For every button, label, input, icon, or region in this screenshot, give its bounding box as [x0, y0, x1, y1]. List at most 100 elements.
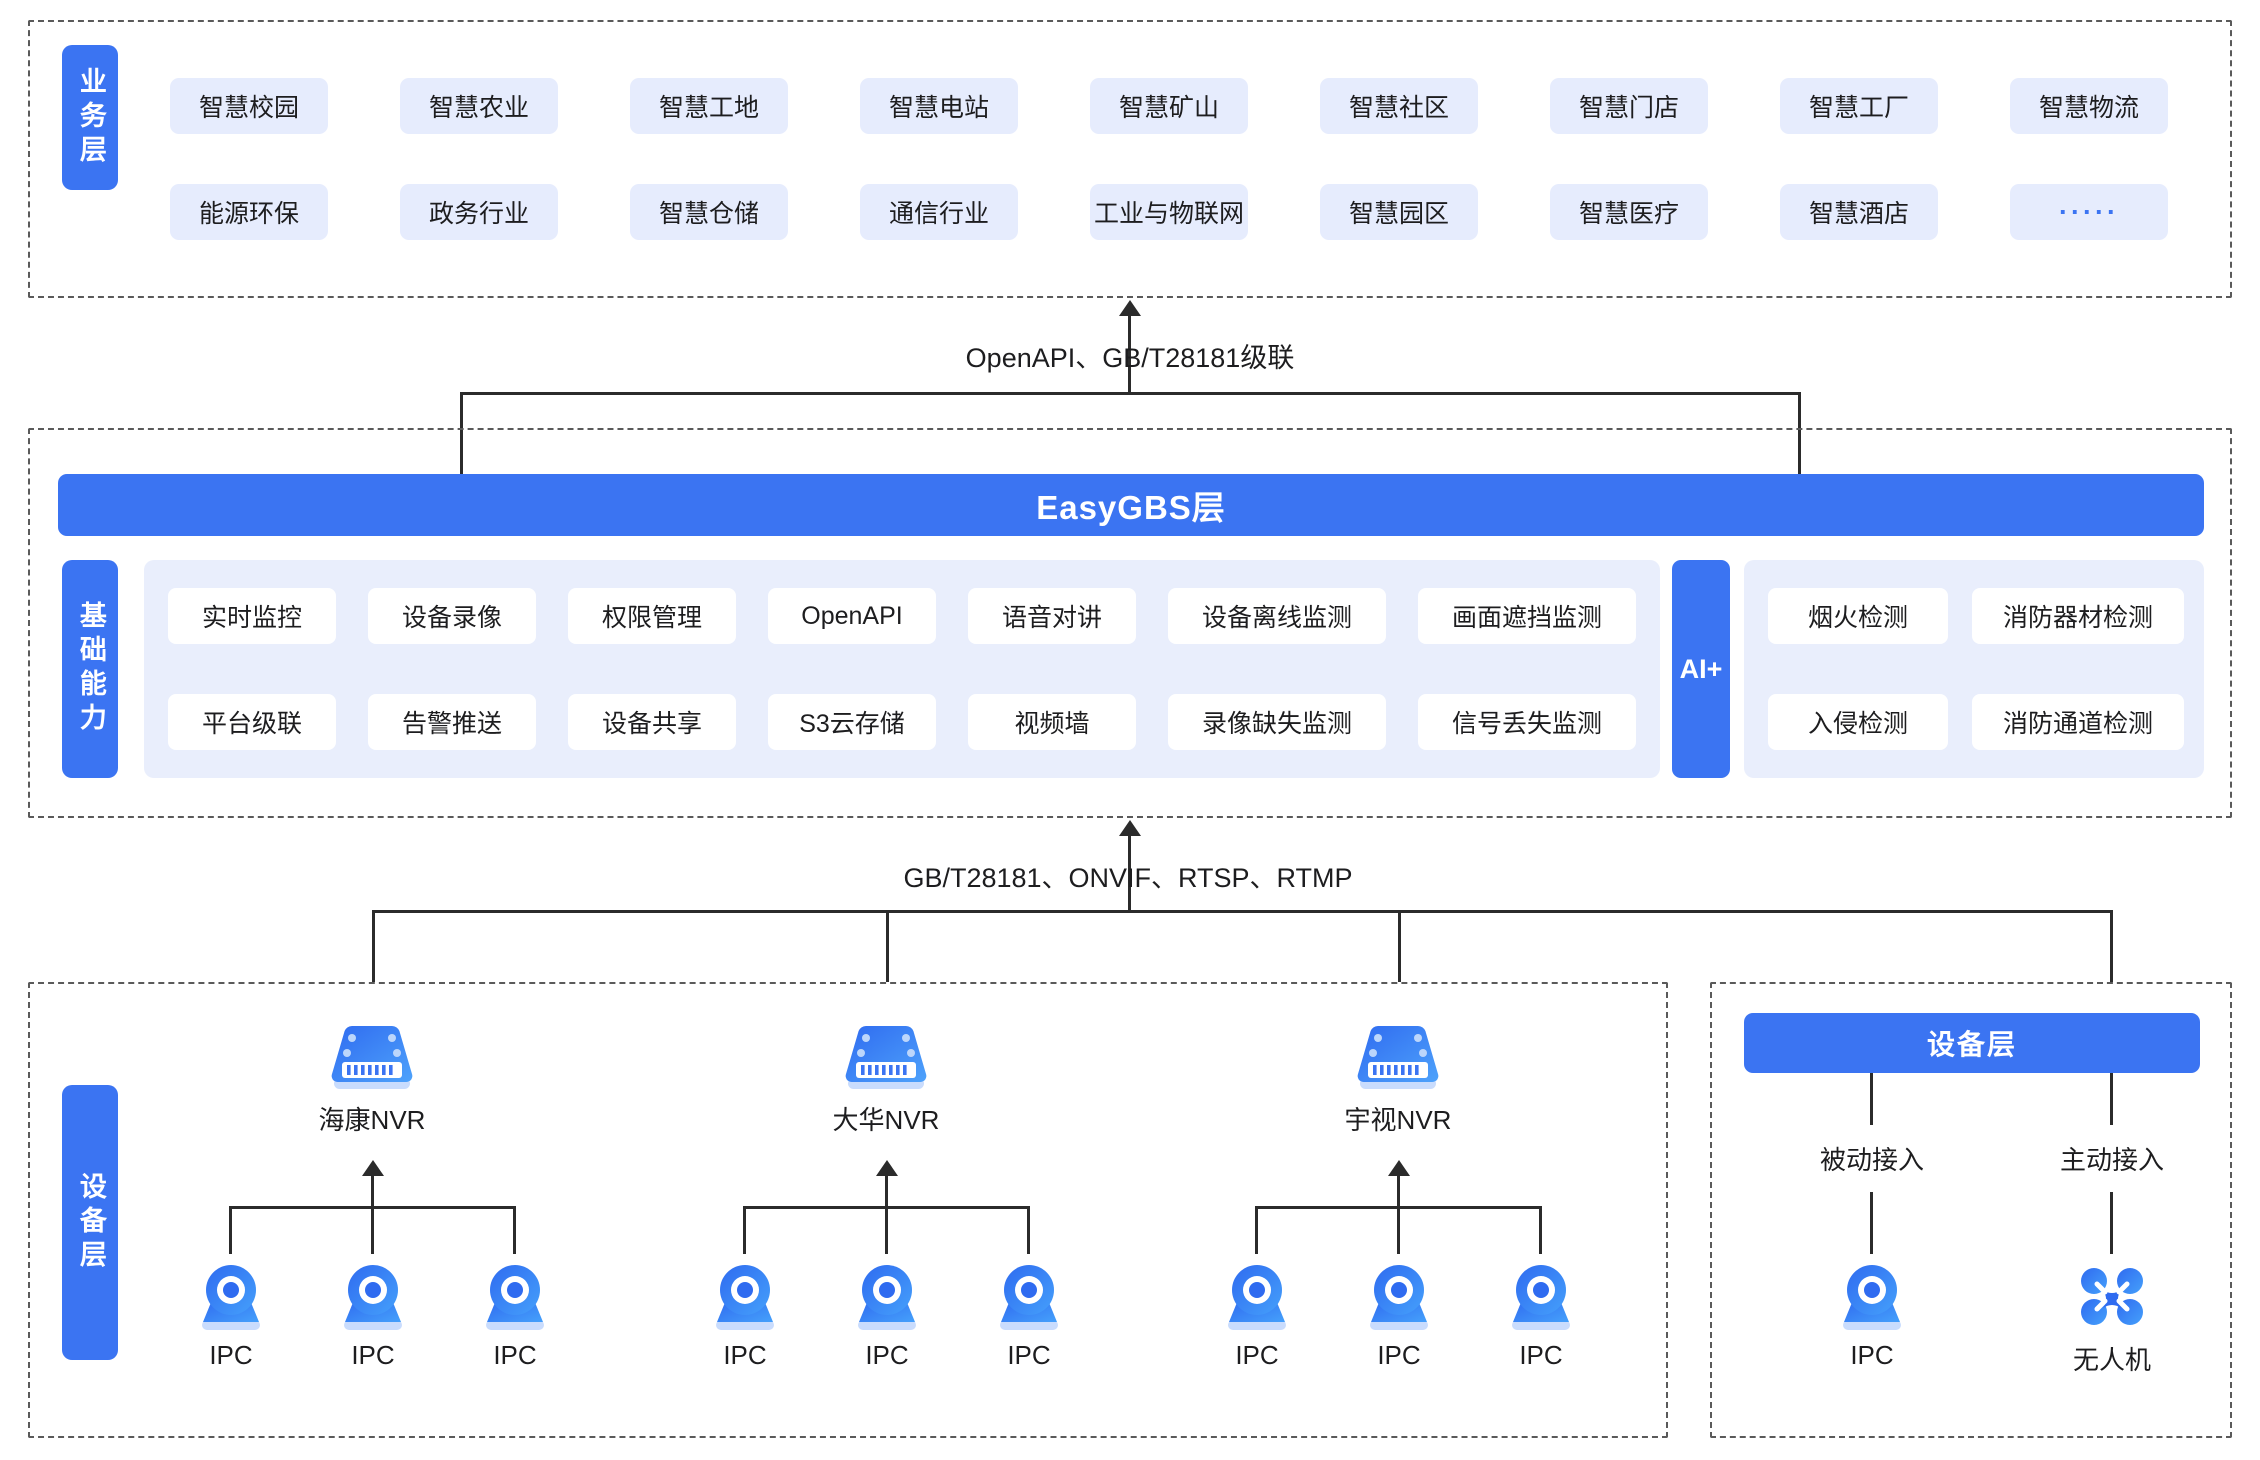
group-arrow-up — [876, 1160, 898, 1176]
capability-item[interactable]: 权限管理 — [568, 588, 736, 644]
capability-item[interactable]: S3云存储 — [768, 694, 936, 750]
camera-icon — [293, 1262, 453, 1334]
device-layer-left-container — [28, 982, 1668, 1438]
drone-node[interactable]: 无人机 — [2032, 1262, 2192, 1377]
camera-node[interactable]: IPC — [1461, 1262, 1621, 1371]
camera-label: IPC — [493, 1340, 537, 1370]
business-tag[interactable]: 智慧物流 — [2010, 78, 2168, 134]
device-layer-right-title[interactable]: 设备层 — [1744, 1013, 2200, 1073]
camera-icon — [1461, 1262, 1621, 1334]
branch-stem — [1870, 1073, 1873, 1125]
ai-capability-item[interactable]: 消防器材检测 — [1972, 588, 2184, 644]
camera-label: IPC — [723, 1340, 767, 1370]
group-arrow-up — [1388, 1160, 1410, 1176]
business-tag[interactable]: 工业与物联网 — [1090, 184, 1248, 240]
business-layer-side-label: 业务层 — [62, 45, 118, 190]
capability-item[interactable]: 平台级联 — [168, 694, 336, 750]
connector-drop-right — [1798, 392, 1801, 477]
business-tag[interactable]: 智慧矿山 — [1090, 78, 1248, 134]
camera-node[interactable]: IPC — [665, 1262, 825, 1371]
drone-icon — [2032, 1262, 2192, 1334]
camera-label: IPC — [865, 1340, 909, 1370]
capability-item[interactable]: 视频墙 — [968, 694, 1136, 750]
camera-node[interactable]: IPC — [293, 1262, 453, 1371]
business-tag[interactable]: 智慧农业 — [400, 78, 558, 134]
camera-icon — [807, 1262, 967, 1334]
camera-node[interactable]: IPC — [435, 1262, 595, 1371]
ai-plus-label[interactable]: AI+ — [1672, 560, 1730, 778]
business-tag[interactable]: 智慧园区 — [1320, 184, 1478, 240]
branch-stem — [2110, 1192, 2113, 1254]
camera-node[interactable]: IPC — [807, 1262, 967, 1371]
capability-item[interactable]: 告警推送 — [368, 694, 536, 750]
camera-node[interactable]: IPC — [949, 1262, 1109, 1371]
nvr-node[interactable]: 海康NVR — [292, 1020, 452, 1137]
camera-node[interactable]: IPC — [1177, 1262, 1337, 1371]
nvr-node[interactable]: 大华NVR — [806, 1020, 966, 1137]
nvr-node[interactable]: 宇视NVR — [1318, 1020, 1478, 1137]
business-layer-container — [28, 20, 2232, 298]
camera-label: IPC — [1377, 1340, 1421, 1370]
easygbs-title-bar[interactable]: EasyGBS层 — [58, 474, 2204, 536]
camera-icon — [1792, 1262, 1952, 1334]
camera-node[interactable]: IPC — [1792, 1262, 1952, 1371]
capability-item[interactable]: OpenAPI — [768, 588, 936, 644]
business-tag[interactable]: 智慧医疗 — [1550, 184, 1708, 240]
capability-item[interactable]: 设备共享 — [568, 694, 736, 750]
branch-stem — [2110, 1073, 2113, 1125]
business-tag[interactable]: 智慧门店 — [1550, 78, 1708, 134]
capability-item[interactable]: 实时监控 — [168, 588, 336, 644]
business-tag-more[interactable]: ····· — [2010, 184, 2168, 240]
business-tag[interactable]: 智慧社区 — [1320, 78, 1478, 134]
business-tag[interactable]: 智慧校园 — [170, 78, 328, 134]
camera-icon — [1177, 1262, 1337, 1334]
group-drop — [371, 1206, 374, 1254]
platform-side-label-text: 基础能力 — [75, 601, 106, 737]
business-tag[interactable]: 智慧电站 — [860, 78, 1018, 134]
camera-label: IPC — [351, 1340, 395, 1370]
camera-node[interactable]: IPC — [151, 1262, 311, 1371]
nvr-icon — [1318, 1020, 1478, 1094]
camera-icon — [1319, 1262, 1479, 1334]
connector-drop — [372, 910, 375, 982]
connector-drop — [886, 910, 889, 982]
business-tag[interactable]: 智慧仓储 — [630, 184, 788, 240]
business-tag[interactable]: 能源环保 — [170, 184, 328, 240]
camera-label: IPC — [1007, 1340, 1051, 1370]
platform-side-label: 基础能力 — [62, 560, 118, 778]
device-layer-side-label-text: 设备层 — [75, 1171, 106, 1274]
ai-capability-item[interactable]: 入侵检测 — [1768, 694, 1948, 750]
camera-label: IPC — [1850, 1340, 1894, 1370]
business-tag[interactable]: 智慧酒店 — [1780, 184, 1938, 240]
nvr-label: 海康NVR — [318, 1105, 426, 1135]
connector-drop-left — [460, 392, 463, 477]
ai-capability-item[interactable]: 消防通道检测 — [1972, 694, 2184, 750]
connector-protocol-label: GB/T28181、ONVIF、RTSP、RTMP — [903, 863, 1353, 893]
group-arrow-up — [362, 1160, 384, 1176]
ai-capability-item[interactable]: 烟火检测 — [1768, 588, 1948, 644]
business-tag[interactable]: 智慧工厂 — [1780, 78, 1938, 134]
capability-item[interactable]: 设备离线监测 — [1168, 588, 1386, 644]
connector-drop — [1398, 910, 1401, 982]
group-stem — [371, 1176, 374, 1208]
capability-item[interactable]: 设备录像 — [368, 588, 536, 644]
capability-item[interactable]: 录像缺失监测 — [1168, 694, 1386, 750]
nvr-icon — [806, 1020, 966, 1094]
access-mode-label: 主动接入 — [2059, 1145, 2164, 1175]
capability-item[interactable]: 语音对讲 — [968, 588, 1136, 644]
nvr-label: 宇视NVR — [1344, 1105, 1452, 1135]
business-tag[interactable]: 通信行业 — [860, 184, 1018, 240]
connector-bus — [460, 392, 1800, 395]
business-tag[interactable]: 智慧工地 — [630, 78, 788, 134]
connector-stem — [1128, 316, 1131, 394]
camera-label: IPC — [209, 1340, 253, 1370]
capability-item[interactable]: 画面遮挡监测 — [1418, 588, 1636, 644]
business-tag[interactable]: 政务行业 — [400, 184, 558, 240]
capability-item[interactable]: 信号丢失监测 — [1418, 694, 1636, 750]
group-drop — [1539, 1206, 1542, 1254]
group-drop — [229, 1206, 232, 1254]
camera-node[interactable]: IPC — [1319, 1262, 1479, 1371]
ai-plus-text: AI+ — [1679, 653, 1723, 684]
connector-drop — [2110, 910, 2113, 982]
